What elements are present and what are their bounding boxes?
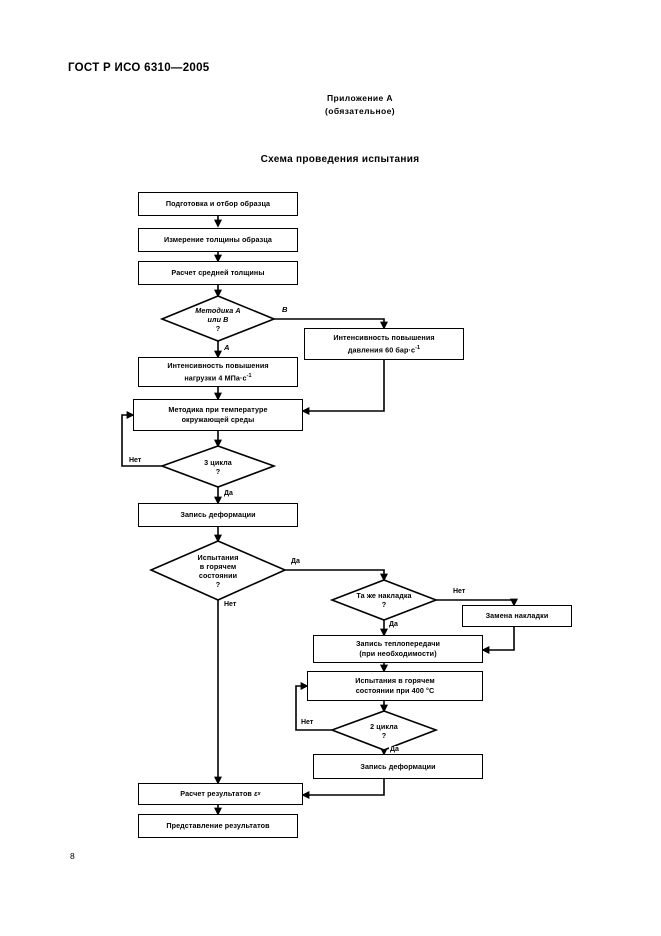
decision-hot-test-shape	[149, 540, 287, 601]
load-rate-exponent: -1	[246, 372, 252, 379]
decision-method-shape	[159, 295, 277, 342]
node-calc-mean-thickness[interactable]: Расчет средней толщины	[138, 261, 298, 285]
edge-label-two-cycles-no: Нет	[300, 719, 315, 727]
load-rate-line1: Интенсивность повышения	[167, 360, 269, 370]
load-rate-line2: нагрузки 4 МПа·с-1	[184, 372, 252, 383]
edge-label-two-cycles-yes: Да	[389, 746, 400, 754]
hot-test-400-line2: состоянии при 400 °С	[355, 686, 435, 695]
scheme-title: Схема проведения испытания	[260, 154, 420, 165]
node-record-heat-transfer[interactable]: Запись теплопередачи (при необходимости)	[313, 635, 483, 663]
node-ambient-temperature-method[interactable]: Методика при температуре окружающей сред…	[133, 399, 303, 431]
node-prepare-sample[interactable]: Подготовка и отбор образца	[138, 192, 298, 216]
heat-transfer-line2: (при необходимости)	[359, 649, 437, 658]
ambient-method-line2: окружающей среды	[181, 415, 255, 424]
node-replace-pad[interactable]: Замена накладки	[462, 605, 572, 627]
calc-results-label: Расчет результатов	[180, 789, 252, 798]
ambient-method-line1: Методика при температуре	[168, 405, 268, 414]
heat-transfer-line1: Запись теплопередачи	[355, 639, 441, 648]
edge-label-branch-b: B	[282, 305, 288, 314]
pressure-rate-line2: давления 60 бар·с-1	[347, 344, 421, 355]
edge-label-hot-test-no: Нет	[223, 601, 238, 609]
edge-label-three-cycles-yes: Да	[223, 490, 234, 498]
annex-subtitle: (обязательное)	[325, 106, 395, 116]
pressure-rate-exponent: -1	[415, 344, 421, 351]
node-record-deformation-1[interactable]: Запись деформации	[138, 503, 298, 527]
calc-results-symbol: ε	[254, 789, 258, 798]
annex-block: Приложение А (обязательное)	[260, 92, 460, 118]
edge-label-same-pad-yes: Да	[388, 621, 399, 629]
decision-three-cycles-shape	[159, 445, 277, 488]
edge-label-branch-a: A	[224, 343, 230, 352]
node-hot-test-400[interactable]: Испытания в горячем состоянии при 400 °С	[307, 671, 483, 701]
node-measure-thickness[interactable]: Измерение толщины образца	[138, 228, 298, 252]
node-load-rate-method-a[interactable]: Интенсивность повышения нагрузки 4 МПа·с…	[138, 357, 298, 387]
node-pressure-rate-method-b[interactable]: Интенсивность повышения давления 60 бар·…	[304, 328, 464, 360]
hot-test-400-line1: Испытания в горячем	[355, 676, 435, 685]
edge-label-hot-test-yes: Да	[290, 558, 301, 566]
standard-header: ГОСТ Р ИСО 6310—2005	[68, 62, 210, 74]
edge-label-same-pad-no: Нет	[452, 588, 467, 596]
decision-two-cycles-shape	[329, 710, 439, 751]
decision-same-pad-shape	[329, 579, 439, 621]
pressure-rate-line1: Интенсивность повышения	[333, 332, 435, 342]
page-number: 8	[70, 851, 75, 861]
node-present-results[interactable]: Представление результатов	[138, 814, 298, 838]
node-record-deformation-2[interactable]: Запись деформации	[313, 754, 483, 779]
annex-title: Приложение А	[327, 93, 393, 103]
calc-results-subscript: x	[257, 791, 261, 797]
edge-label-three-cycles-no: Нет	[128, 457, 143, 465]
